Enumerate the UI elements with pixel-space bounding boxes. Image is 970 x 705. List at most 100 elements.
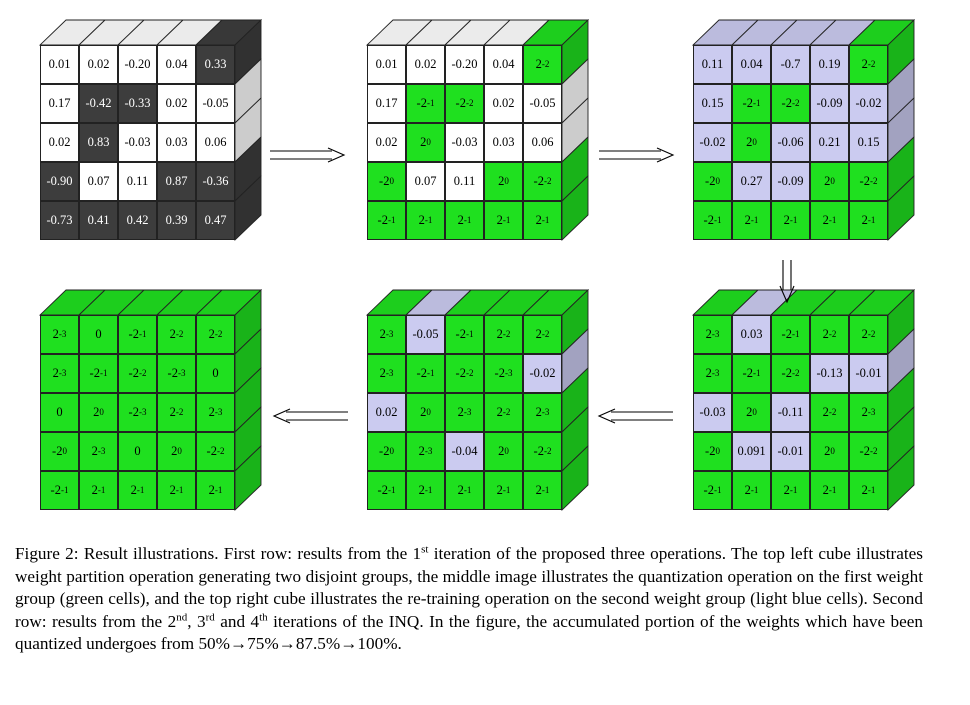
weight-cell: -0.42 [79,84,118,123]
weight-cell: -2-1 [367,201,406,240]
weight-cell: 0.07 [406,162,445,201]
weight-cell: 0.01 [40,45,79,84]
weight-cell: 2-2 [849,45,888,84]
weight-cell: -0.02 [523,354,562,393]
weight-cell: 2-1 [523,471,562,510]
weight-cell: 0.02 [367,393,406,432]
weight-cell: 2-1 [445,201,484,240]
cube-side-face [234,174,262,242]
weight-cell: -0.90 [40,162,79,201]
weight-cell: -0.05 [196,84,235,123]
weight-cell: 2-3 [367,315,406,354]
weight-cell: 0 [40,393,79,432]
weight-cell: 2-3 [849,393,888,432]
weight-cell: 0.83 [79,123,118,162]
weight-cell: 2-1 [523,201,562,240]
weight-cell: 2-2 [810,393,849,432]
weight-cell: 0.04 [484,45,523,84]
weight-cell: 2-1 [118,471,157,510]
weight-cell: 2-3 [367,354,406,393]
weight-cell: -2-1 [732,354,771,393]
cube-faces [365,288,590,512]
weight-cell: 2-1 [771,201,810,240]
weight-cell: -0.7 [771,45,810,84]
weight-cell: 0.03 [484,123,523,162]
weight-cell: 0.03 [732,315,771,354]
weight-cell: -2-1 [732,84,771,123]
weight-cell: -2-2 [445,354,484,393]
cube-side-face [887,174,915,242]
weight-cell: 0.07 [79,162,118,201]
weight-cell: 2-1 [445,471,484,510]
weight-cell: 2-3 [523,393,562,432]
weight-cell: -0.02 [693,123,732,162]
weight-cell: 0.39 [157,201,196,240]
weight-cell: 0.11 [118,162,157,201]
weight-cell: 2-2 [157,315,196,354]
weight-cell: 0.15 [693,84,732,123]
weight-cell: 2-1 [810,201,849,240]
caption-text-2: iteration of the proposed three operatio… [15,544,923,631]
weight-cell: 0.02 [79,45,118,84]
caption-text-3: , 3 [187,611,206,631]
weight-cell: 2-1 [810,471,849,510]
weight-cell: 0.15 [849,123,888,162]
caption-text-1: Result illustrations. First row: results… [78,544,422,563]
weight-cell: 2-1 [849,201,888,240]
weight-cell: -2-1 [406,354,445,393]
weight-cell: 0.17 [367,84,406,123]
arrow-right-1 [270,147,346,163]
weight-cell: 0.01 [367,45,406,84]
weight-cell: 2-1 [484,201,523,240]
weight-cell: -0.05 [406,315,445,354]
weight-cell: 0 [79,315,118,354]
weight-cell: 2-2 [484,315,523,354]
weight-cell: 0.17 [40,84,79,123]
weight-cell: -2-1 [367,471,406,510]
cube-faces [691,288,916,512]
weight-cell: -2-1 [40,471,79,510]
arrow-left-1 [597,408,673,424]
weight-cell: 0.33 [196,45,235,84]
weight-cell: 2-1 [196,471,235,510]
weight-cell: 2-1 [406,471,445,510]
weight-cell: 2-1 [79,471,118,510]
cube-faces [365,18,590,242]
weight-cell: 2-1 [771,471,810,510]
weight-cell: -0.04 [445,432,484,471]
weight-cell: -2-1 [79,354,118,393]
weight-cell: -2-2 [523,162,562,201]
weight-cell: 2-2 [849,315,888,354]
weight-cell: 2-1 [732,471,771,510]
weight-cell: -0.06 [771,123,810,162]
weight-cell: -0.33 [118,84,157,123]
weight-cell: 0.11 [445,162,484,201]
weight-cell: 0.02 [40,123,79,162]
weight-cell: -2-1 [406,84,445,123]
weight-cell: 0.21 [810,123,849,162]
weight-cell: 0.27 [732,162,771,201]
weight-cell: 0.03 [157,123,196,162]
weight-cell: 0.19 [810,45,849,84]
weight-cell: -2-3 [118,393,157,432]
weight-cell: 2-2 [810,315,849,354]
weight-cell: 2-3 [693,354,732,393]
weight-cell: 0.04 [157,45,196,84]
weight-cell: -2-2 [445,84,484,123]
weight-cell: -2-3 [484,354,523,393]
caption-sup-3: rd [205,611,215,624]
weight-cell: -0.11 [771,393,810,432]
weight-cell: 2-3 [40,354,79,393]
weight-cell: -2-2 [118,354,157,393]
weight-cell: -2-1 [445,315,484,354]
weight-cell: -2-2 [771,84,810,123]
